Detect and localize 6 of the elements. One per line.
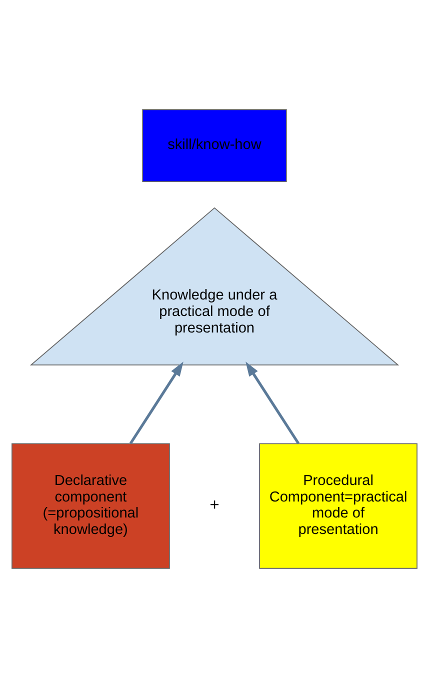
node-box: skill/know-how — [142, 108, 287, 182]
node-box: Declarative component (=propositional knowledge) — [12, 442, 170, 568]
node-box: Procedural Component=practical mode of presentation — [259, 442, 418, 568]
arrow — [246, 361, 300, 444]
label: + — [210, 496, 220, 514]
arrow — [129, 361, 184, 444]
